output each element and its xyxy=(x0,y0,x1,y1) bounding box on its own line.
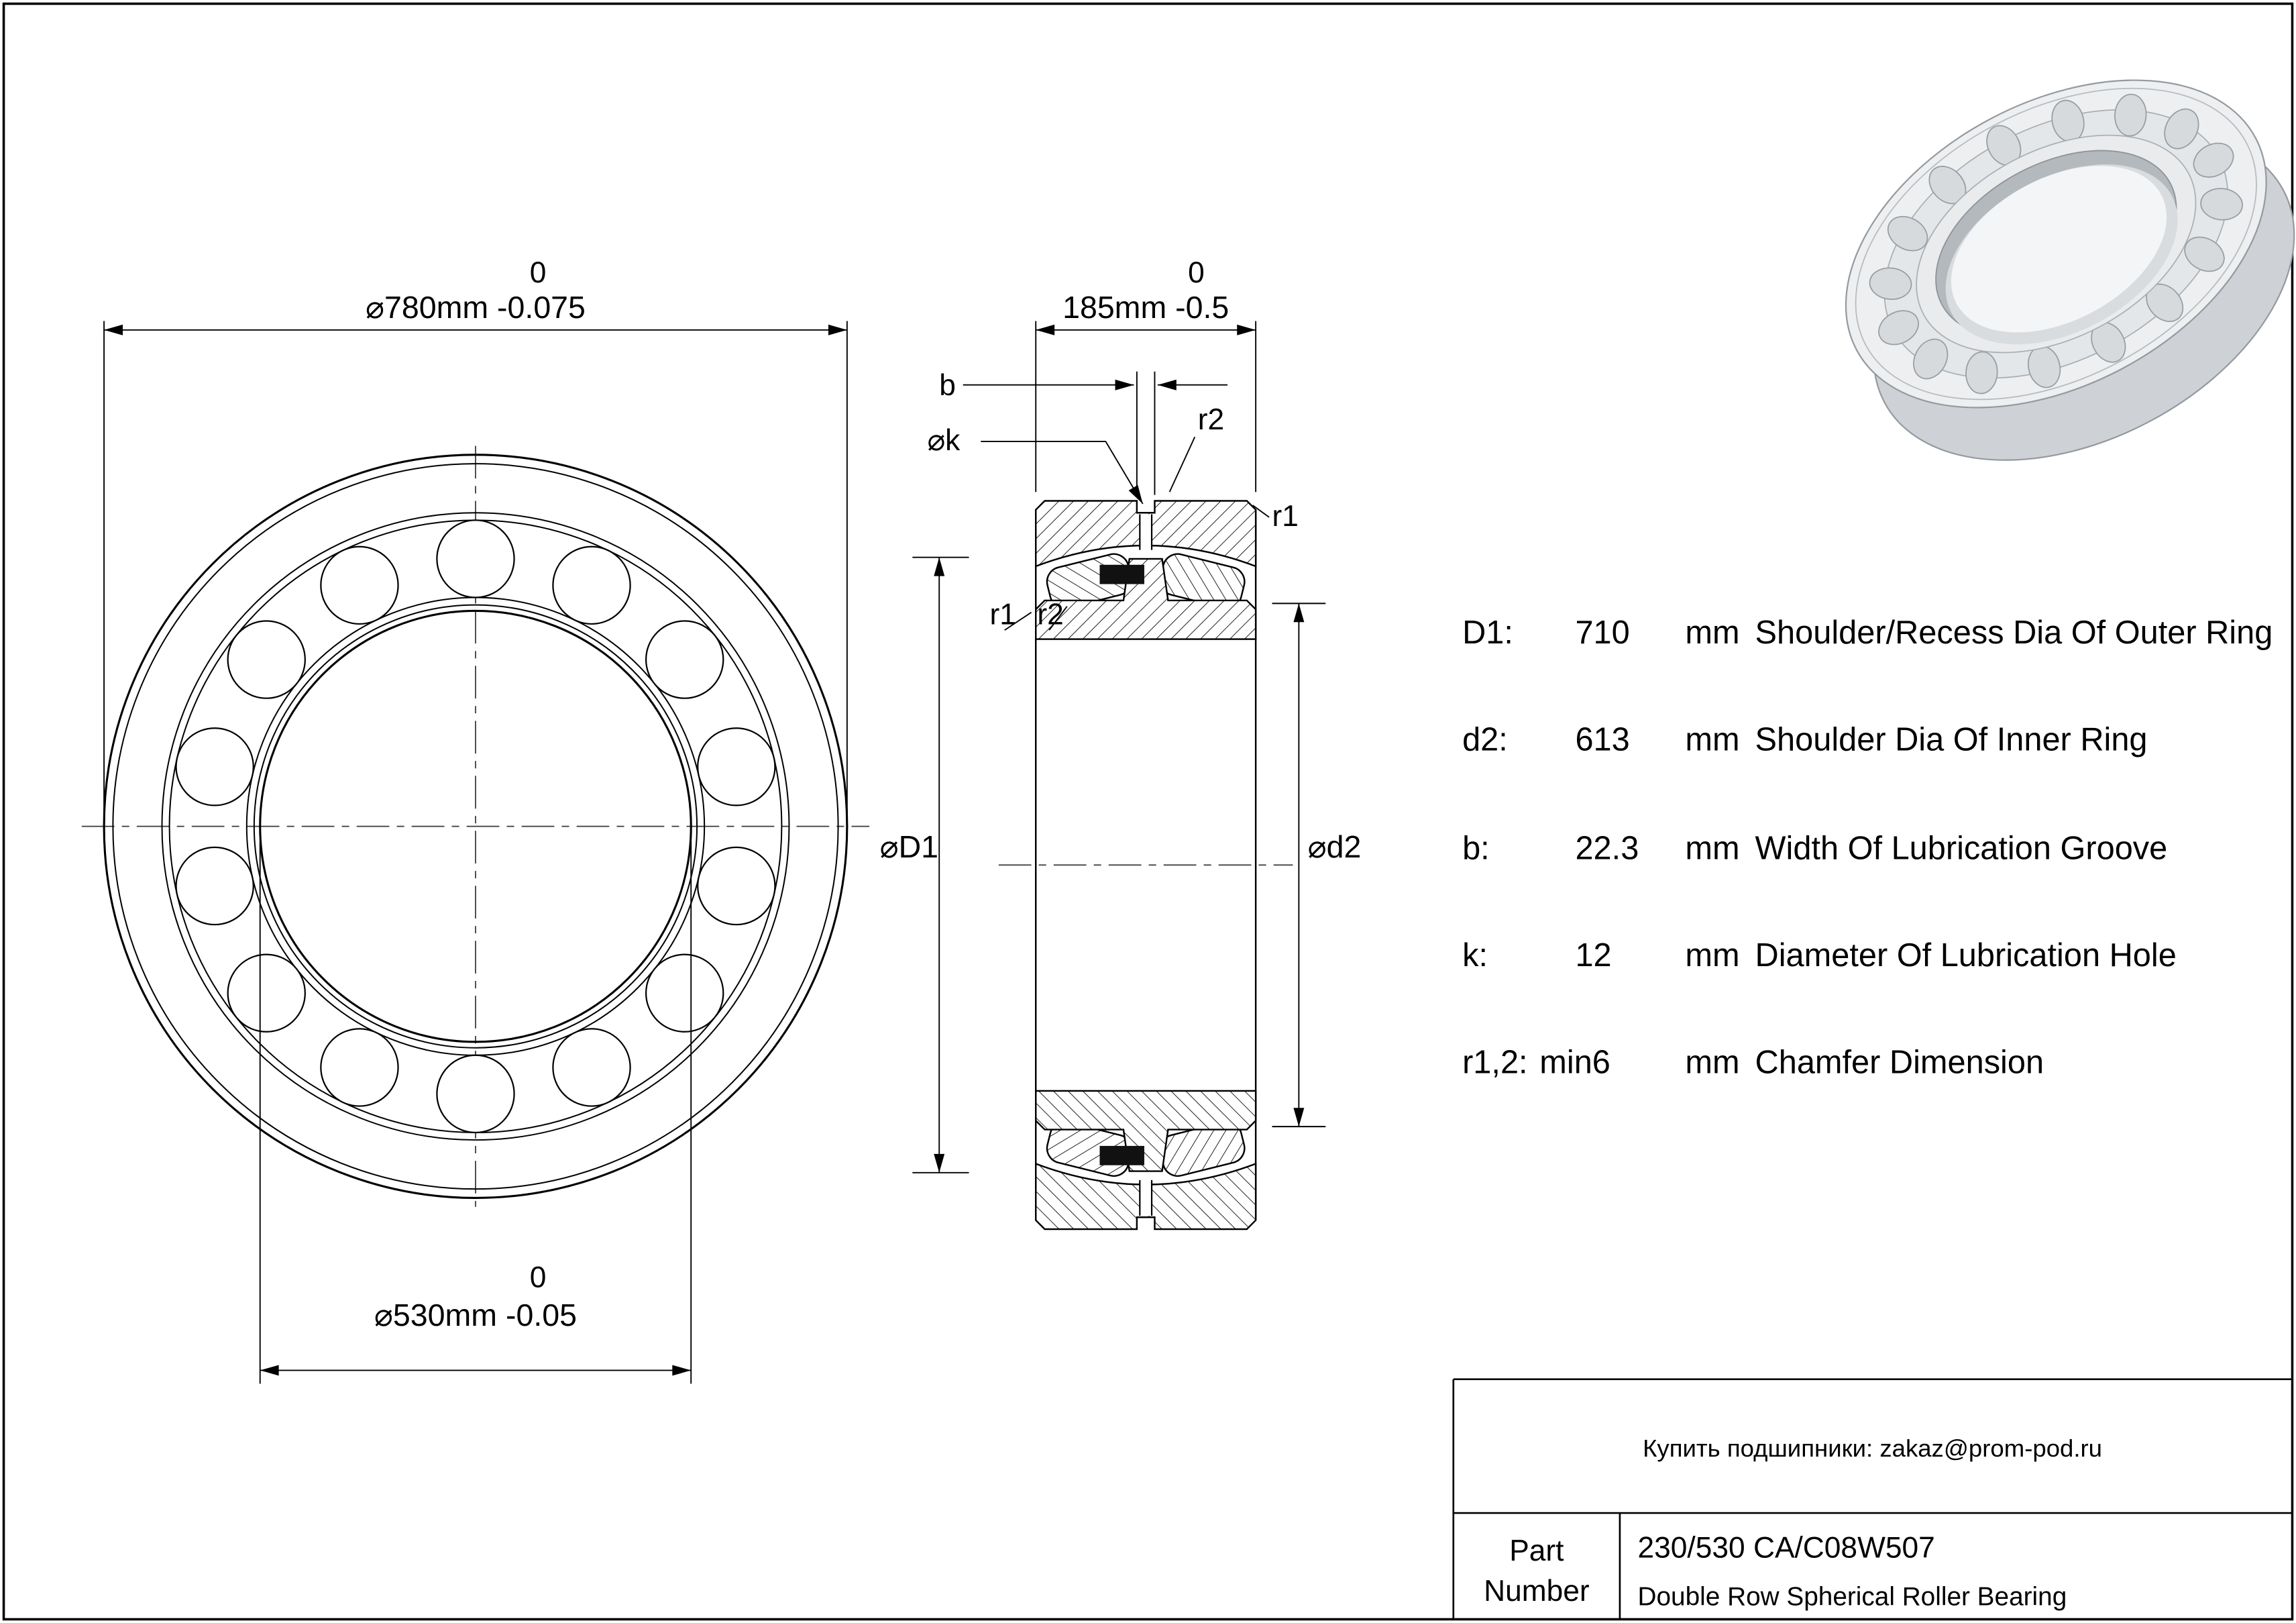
bearing-3d-roller xyxy=(2114,93,2147,137)
label-r2-groove: r2 xyxy=(1198,403,1224,436)
leader-line xyxy=(1168,436,1196,492)
section-view: 185mm -0.5 0 b ⌀k r2 r1 r1 r2 xyxy=(880,256,1362,1229)
front-view-rollers xyxy=(175,519,776,1134)
front-view-roller xyxy=(552,1028,631,1107)
bearing-3d-view xyxy=(1845,79,2295,461)
spec-unit: mm xyxy=(1685,615,1739,651)
spec-row: D1: 710 mm Shoulder/Recess Dia Of Outer … xyxy=(1462,615,2273,651)
spec-unit: mm xyxy=(1685,1044,1739,1080)
bearing-3d-roller xyxy=(1913,338,1949,380)
dim-width: 185mm -0.5 0 xyxy=(1035,256,1257,492)
spec-description: Shoulder Dia Of Inner Ring xyxy=(1755,722,2148,758)
leader-line xyxy=(1004,611,1032,631)
bearing-3d-bore-hole xyxy=(1951,166,2167,333)
front-view-roller xyxy=(175,727,254,806)
outer-ring-od-inner-line xyxy=(112,463,839,1190)
dim-d1: ⌀D1 xyxy=(880,556,969,1173)
bearing-3d-roller xyxy=(2200,188,2243,221)
spec-value: 12 xyxy=(1575,937,1611,974)
front-view-roller xyxy=(436,1054,515,1134)
bearing-3d-roller xyxy=(2193,142,2234,178)
dim-bore-diameter: ⌀530mm -0.05 0 xyxy=(259,841,692,1384)
front-view-roller xyxy=(697,727,776,806)
spec-row: d2: 613 mm Shoulder Dia Of Inner Ring xyxy=(1462,722,2147,758)
dim-outer-upper-tol: 0 xyxy=(530,256,547,289)
front-view: ⌀780mm -0.075 0 ⌀530mm -0.05 0 xyxy=(81,256,870,1384)
front-view-roller xyxy=(645,953,724,1033)
contact-text: Купить подшипники: zakaz@prom-pod.ru xyxy=(1643,1434,2102,1462)
label-d1: ⌀D1 xyxy=(880,829,938,864)
spec-symbol: d2: xyxy=(1462,722,1508,758)
outer-ring-shoulder xyxy=(161,512,790,1141)
spec-row: k: 12 mm Diameter Of Lubrication Hole xyxy=(1462,937,2177,974)
front-view-roller xyxy=(227,953,306,1033)
spec-description: Chamfer Dimension xyxy=(1755,1044,2044,1080)
front-view-roller xyxy=(552,545,631,625)
spec-symbol: k: xyxy=(1462,937,1488,974)
dim-groove: b ⌀k r2 xyxy=(927,369,1228,505)
front-view-roller xyxy=(645,620,724,699)
spec-value: 710 xyxy=(1575,615,1629,651)
dim-outer-text: ⌀780mm -0.075 xyxy=(366,290,586,325)
spec-unit: mm xyxy=(1685,937,1739,974)
spec-row: r1,2: min6 mm Chamfer Dimension xyxy=(1462,1044,2044,1080)
part-number: 230/530 CA/C08W507 xyxy=(1638,1532,1935,1565)
front-view-roller xyxy=(320,545,399,625)
bearing-3d-roller xyxy=(1878,310,1919,346)
bearing-3d-roller xyxy=(2184,236,2225,272)
front-view-roller xyxy=(175,846,254,926)
bearing-3d-roller xyxy=(2164,108,2199,150)
dim-d2: ⌀d2 xyxy=(1272,603,1362,1128)
spec-table: D1: 710 mm Shoulder/Recess Dia Of Outer … xyxy=(1462,615,2273,1080)
front-view-roller xyxy=(436,519,515,598)
label-groove-width: b xyxy=(939,369,956,402)
bore-circle xyxy=(259,609,692,1043)
label-r1-inner: r1 xyxy=(990,598,1016,631)
spec-value: 22.3 xyxy=(1575,830,1639,866)
label-d2: ⌀d2 xyxy=(1308,829,1362,864)
title-block: Купить подшипники: zakaz@prom-pod.ru Par… xyxy=(1452,1378,2293,1619)
label-hole-diameter: ⌀k xyxy=(927,424,961,457)
dim-bore-upper-tol: 0 xyxy=(530,1261,547,1294)
spec-description: Shoulder/Recess Dia Of Outer Ring xyxy=(1755,615,2273,651)
dim-outer-diameter: ⌀780mm -0.075 0 xyxy=(103,256,848,815)
section-top-half xyxy=(1036,501,1256,639)
part-description: Double Row Spherical Roller Bearing xyxy=(1638,1582,2067,1611)
part-label-line2: Number xyxy=(1484,1575,1590,1608)
inner-ring-shoulder xyxy=(253,604,698,1049)
bearing-3d-roller xyxy=(1869,267,1912,300)
spec-description: Diameter Of Lubrication Hole xyxy=(1755,937,2177,974)
bearing-3d-rollers xyxy=(1869,93,2243,395)
label-r1-outer: r1 xyxy=(1272,500,1298,533)
spec-unit: mm xyxy=(1685,830,1739,866)
bearing-3d-roller xyxy=(1887,215,1928,252)
dim-width-text: 185mm -0.5 xyxy=(1062,290,1229,325)
spec-symbol: r1,2: xyxy=(1462,1044,1528,1080)
dim-width-upper-tol: 0 xyxy=(1188,256,1205,289)
outer-ring-od xyxy=(103,454,849,1200)
leader-line xyxy=(1252,505,1270,518)
spec-row: b: 22.3 mm Width Of Lubrication Groove xyxy=(1462,830,2167,866)
section-bottom-half xyxy=(1036,1091,1256,1229)
front-view-roller xyxy=(320,1028,399,1107)
spec-value: 613 xyxy=(1575,722,1629,758)
bearing-3d-roller xyxy=(1965,351,1998,395)
spec-symbol: D1: xyxy=(1462,615,1513,651)
spec-value: min6 xyxy=(1539,1044,1610,1080)
label-r2-inner: r2 xyxy=(1037,598,1063,631)
spec-symbol: b: xyxy=(1462,830,1490,866)
leader-line xyxy=(981,440,1144,505)
front-view-roller xyxy=(697,846,776,926)
chamfer-labels: r1 r1 r2 xyxy=(990,500,1299,631)
spec-description: Width Of Lubrication Groove xyxy=(1755,830,2168,866)
part-label-line1: Part xyxy=(1509,1534,1564,1567)
spec-unit: mm xyxy=(1685,722,1739,758)
front-view-roller xyxy=(227,620,306,699)
dim-bore-text: ⌀530mm -0.05 xyxy=(374,1298,577,1332)
leader-line xyxy=(1048,606,1068,631)
